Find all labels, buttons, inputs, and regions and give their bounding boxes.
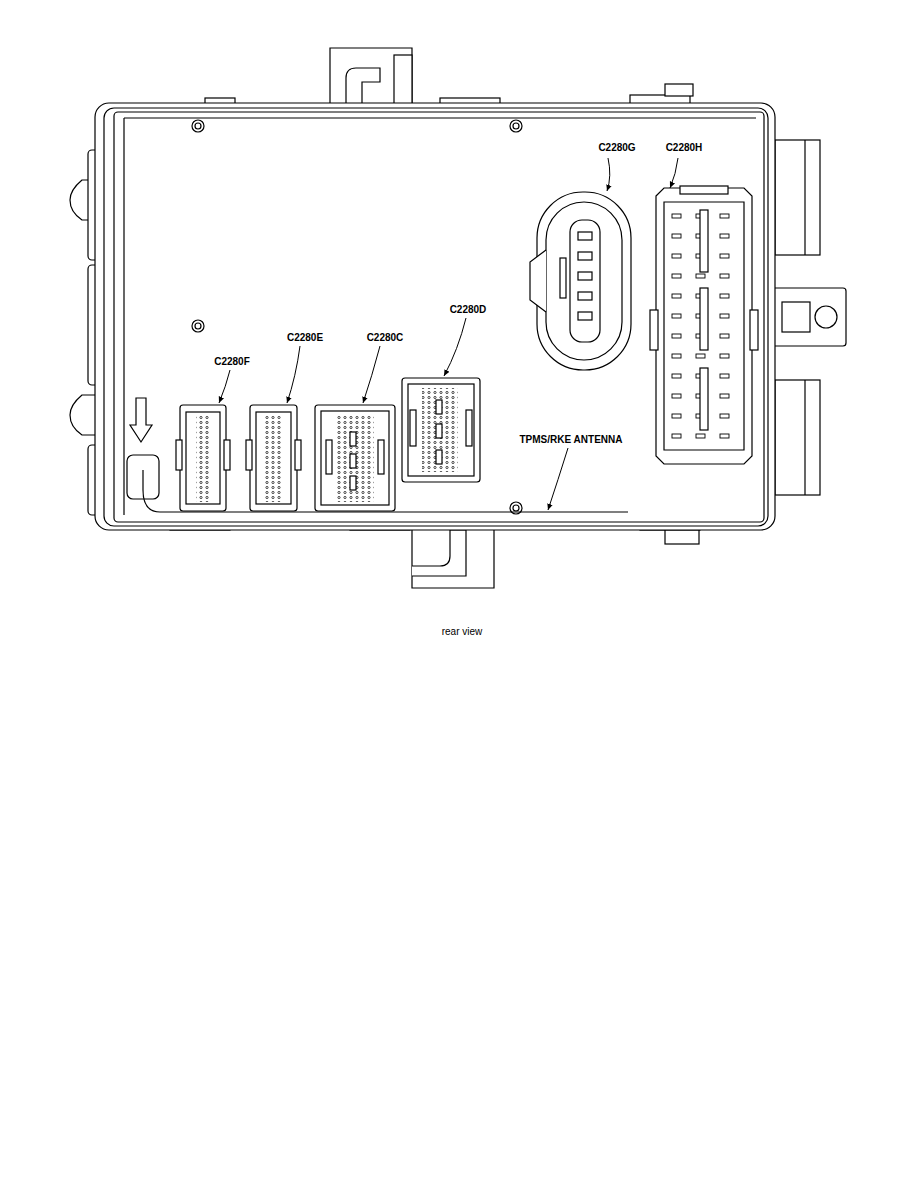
connector-label: C2280H (664, 142, 705, 154)
connector-label: C2280G (596, 142, 637, 154)
connector-label: C2280E (285, 332, 325, 344)
view-caption: rear view (440, 626, 485, 638)
connector-label: C2280C (365, 332, 406, 344)
connector-label: TPMS/RKE ANTENNA (518, 434, 625, 446)
connector-label: C2280D (448, 304, 489, 316)
connector-label: C2280F (212, 356, 252, 368)
